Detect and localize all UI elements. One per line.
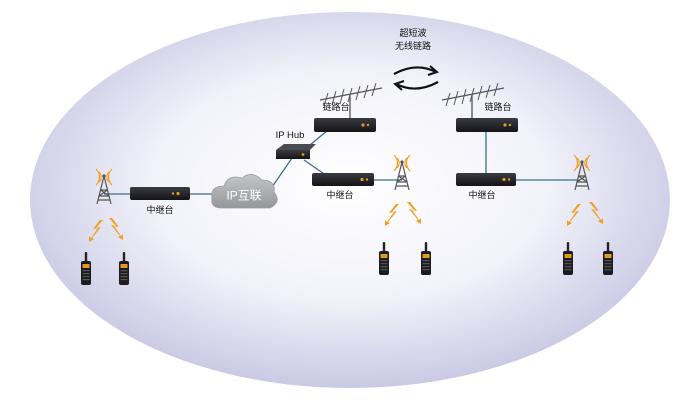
relay-center-label: 中继台 xyxy=(326,191,354,201)
wireless-link-arrows-icon xyxy=(393,65,439,91)
relay-right-device xyxy=(456,173,516,186)
relay-left-device xyxy=(130,187,190,200)
relay-left-label: 中继台 xyxy=(146,206,174,216)
background-ellipse xyxy=(30,12,670,388)
uhf-label-line1: 超短波 xyxy=(399,29,427,39)
link-station-right-label: 链路台 xyxy=(484,103,512,113)
relay-right-label: 中继台 xyxy=(468,191,496,201)
link-station-center-device xyxy=(314,118,376,132)
ip-cloud-label: IP互联 xyxy=(226,188,262,203)
uhf-wireless-link-label: 超短波 无线链路 xyxy=(395,28,431,54)
ip-hub-device xyxy=(276,144,316,159)
link-station-right-device xyxy=(456,118,518,132)
uhf-label-line2: 无线链路 xyxy=(394,42,432,52)
link-station-center-label: 链路台 xyxy=(322,103,350,113)
ip-cloud-icon xyxy=(211,174,278,209)
relay-center-device xyxy=(312,173,374,186)
ip-hub-label: IP Hub xyxy=(275,130,305,141)
